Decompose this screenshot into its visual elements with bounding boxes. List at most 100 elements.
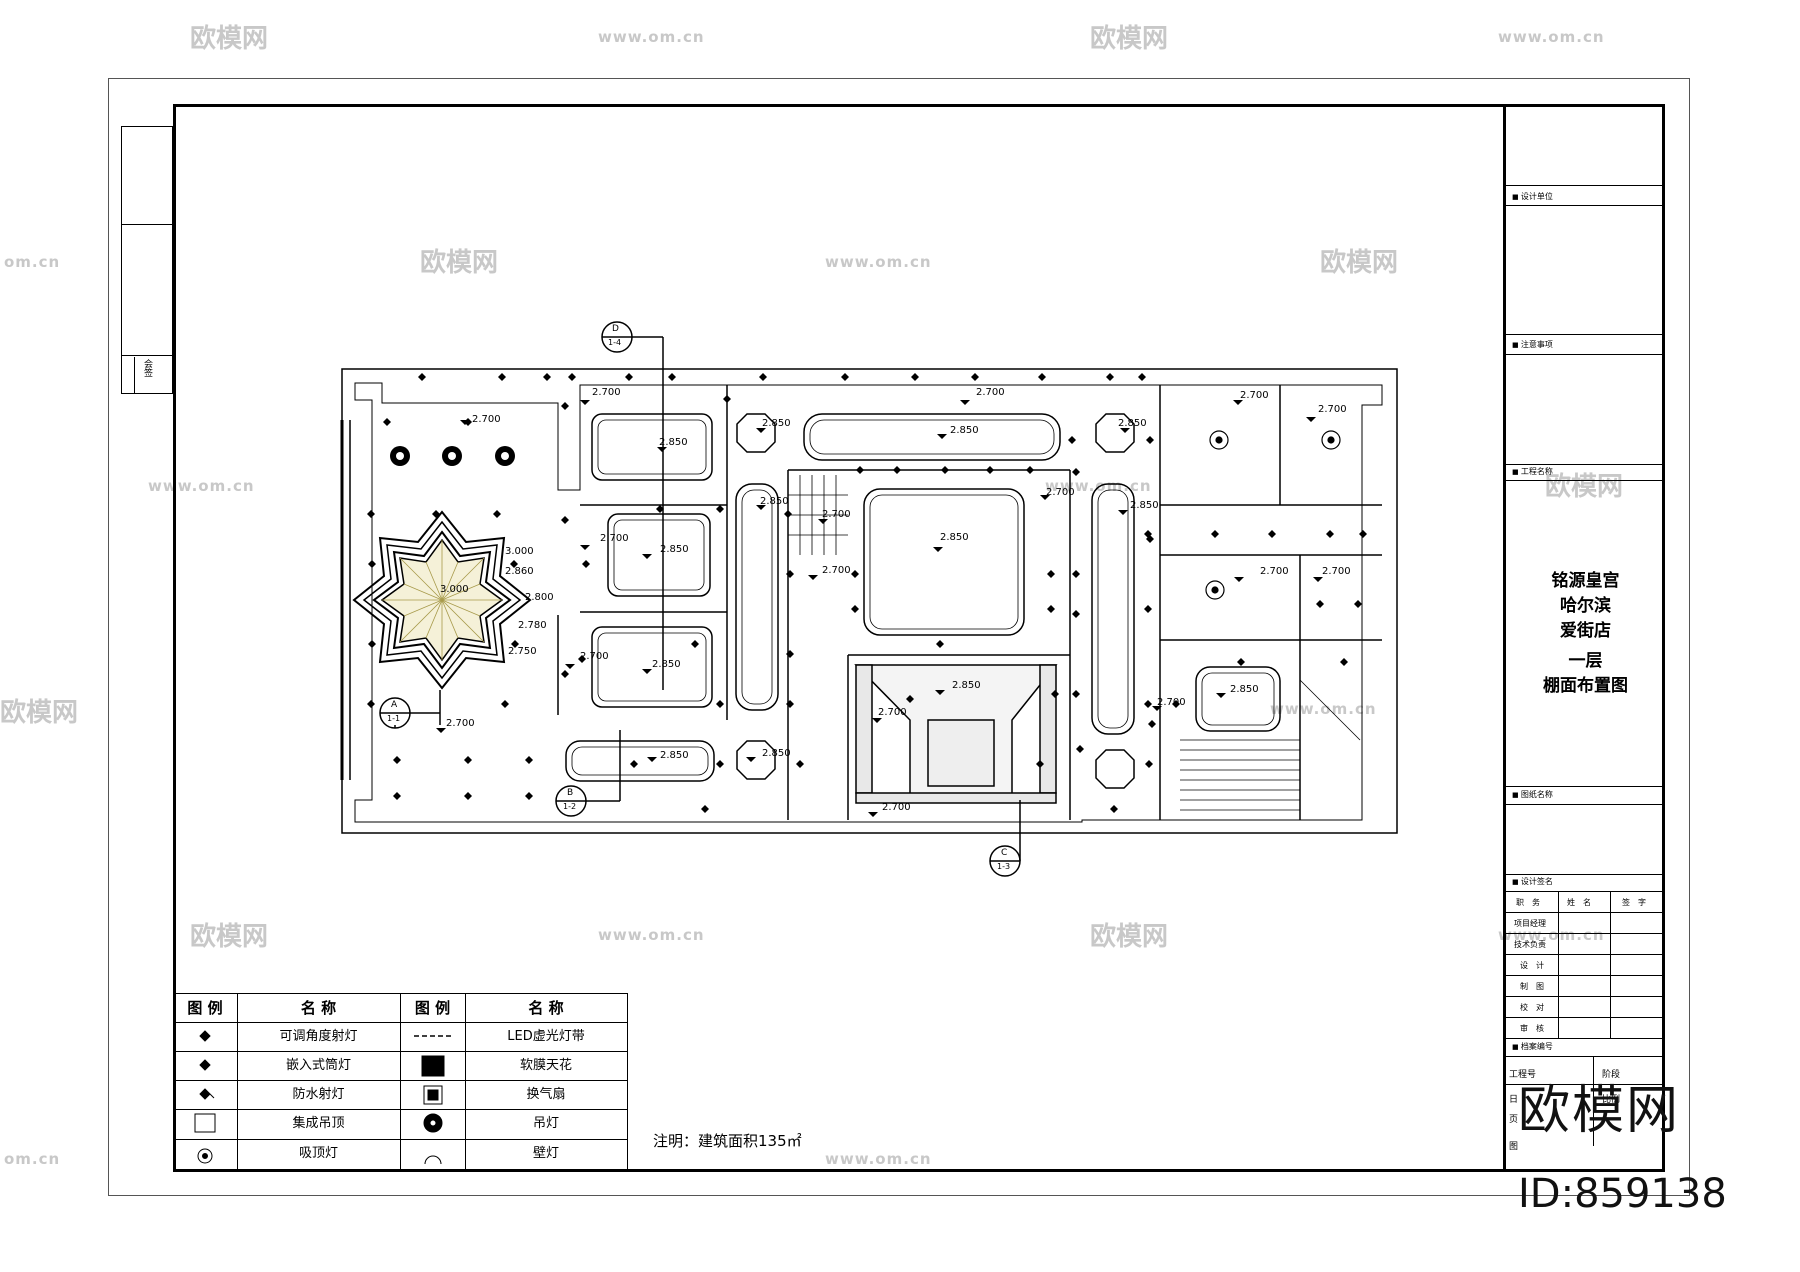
- octagon-coffer: [736, 413, 776, 453]
- ceiling-height-label: 2.850: [1230, 684, 1259, 695]
- signature-row: 项目经理: [1506, 912, 1665, 934]
- watermark-url: www.om.cn: [598, 926, 705, 944]
- date-label: 日: [1509, 1095, 1519, 1105]
- coffer: [571, 746, 709, 776]
- page-label: 页: [1509, 1115, 1519, 1125]
- legend-item-name: 吊灯: [532, 1116, 559, 1131]
- ceiling-height-label: 2.700: [822, 509, 851, 520]
- area-note: 注明：建筑面积135㎡: [653, 1132, 802, 1150]
- legend-header: 名 称: [528, 999, 564, 1017]
- title-block: 设计单位 注意事项 工程名称 铭源皇宫 哈尔滨 爱街店 一层 棚面布置图 图纸名…: [1503, 104, 1665, 1172]
- ceiling-height-label: 2.700: [1240, 390, 1269, 401]
- ceiling-height-label: 2.860: [505, 566, 534, 577]
- project-number-label: 工程号: [1509, 1070, 1537, 1080]
- ceiling-height-label: 2.700: [600, 533, 629, 544]
- ceiling-height-label: 2.850: [762, 418, 791, 429]
- sig-header: 签 字: [1622, 898, 1646, 907]
- ceiling-height-label: 2.850: [940, 532, 969, 543]
- title-block-divider: [1506, 1084, 1665, 1085]
- building-inner-wall: [354, 382, 1383, 823]
- signature-row: 制 图: [1506, 975, 1665, 997]
- section-mark: [379, 321, 1021, 877]
- ceiling-height-label: 2.700: [882, 802, 911, 813]
- integrated-ceiling-icon: [194, 1113, 216, 1133]
- legend-item-name: 集成吊顶: [292, 1116, 345, 1131]
- watermark-url: om.cn: [4, 253, 61, 271]
- notes-label: 注意事项: [1512, 340, 1553, 350]
- coffer: [1091, 483, 1135, 735]
- stamp-divider: [122, 355, 172, 356]
- recessed-downlights: [367, 373, 1367, 813]
- coffer: [607, 513, 711, 597]
- legend-header: 名 称: [300, 999, 337, 1017]
- signature-column-line: [1610, 891, 1611, 1038]
- coffer: [741, 489, 773, 705]
- ceiling-height-label: 2.700: [976, 387, 1005, 398]
- section-ref: 1-1: [387, 714, 401, 723]
- brand-id: ID:859138: [1518, 1171, 1727, 1217]
- watermark-url: www.om.cn: [1045, 477, 1152, 495]
- ceiling-height-label: 2.700: [592, 387, 621, 398]
- ceiling-height-label: 2.750: [508, 646, 537, 657]
- ceiling-height-label: 2.800: [525, 592, 554, 603]
- watermark-logo: 欧模网: [420, 248, 499, 278]
- ceiling-height-label: 2.850: [660, 544, 689, 555]
- drawing-title: 棚面布置图: [1543, 676, 1628, 696]
- ceiling-height-label: 2.700: [878, 707, 907, 718]
- ceiling-height-label: 2.850: [1130, 500, 1159, 511]
- octagon-coffer: [1095, 749, 1135, 789]
- ceiling-height-label: 2.850: [652, 659, 681, 670]
- ceiling-height-label: 2.700: [1260, 566, 1289, 577]
- design-signature-label: 设计签名: [1512, 877, 1553, 887]
- ceiling-height-label: 2.850: [760, 496, 789, 507]
- design-unit-label: 设计单位: [1512, 192, 1553, 202]
- coffer: [869, 494, 1019, 630]
- project-line: 哈尔滨: [1560, 596, 1611, 616]
- ceiling-lamp-icon: [197, 1148, 213, 1164]
- title-block-divider: [1506, 354, 1665, 355]
- sheet-outer-border: [108, 78, 1690, 1196]
- section-ref: 1-2: [563, 802, 577, 811]
- title-block-divider: [1506, 480, 1665, 481]
- exhaust-fan-icon: [423, 1085, 443, 1105]
- countersign-label: 会签: [142, 359, 152, 377]
- coffer: [803, 413, 1061, 461]
- legend-item-name: 换气扇: [526, 1087, 566, 1102]
- title-block-divider: [1506, 786, 1665, 787]
- figure-label: 图: [1509, 1142, 1519, 1152]
- watermark-url: www.om.cn: [825, 1150, 932, 1168]
- octagon-coffer: [736, 740, 776, 780]
- title-block-divider: [1506, 205, 1665, 206]
- legend-symbols-left: [194, 1030, 216, 1164]
- ceiling-height-label: 2.850: [762, 748, 791, 759]
- stamp-divider: [134, 357, 135, 393]
- watermark-logo: 欧模网: [1320, 248, 1399, 278]
- signature-column-line: [1558, 891, 1559, 1038]
- pendant-lamp-icon: [423, 1113, 443, 1133]
- ceiling-height-label: 2.850: [952, 680, 981, 691]
- drawing-frame: [173, 104, 1665, 1172]
- title-block-divider: [1506, 185, 1665, 186]
- coffer: [597, 419, 707, 475]
- coffer: [1195, 666, 1281, 732]
- sig-role: 设 计: [1520, 961, 1544, 970]
- coffer: [565, 740, 715, 782]
- legend-header: 图 例: [414, 999, 451, 1017]
- watermark-logo: 欧模网: [1090, 922, 1169, 952]
- section-letter: A: [391, 700, 398, 710]
- pendant-lamp-icon: [390, 446, 515, 466]
- sig-role: 校 对: [1520, 1003, 1544, 1012]
- project-name-label: 工程名称: [1512, 467, 1553, 477]
- ceiling-height-label: 2.700: [822, 565, 851, 576]
- sig-role: 项目经理: [1514, 919, 1546, 928]
- watermark-url: www.om.cn: [1270, 700, 1377, 718]
- ceiling-height-label: 2.700: [1157, 697, 1186, 708]
- watermark-url: www.om.cn: [825, 253, 932, 271]
- signature-row: 技术负责: [1506, 933, 1665, 955]
- ceiling-lamp: [1205, 430, 1341, 600]
- title-block-divider: [1506, 1056, 1665, 1057]
- drawing-name-label: 图纸名称: [1512, 790, 1553, 800]
- title-block-divider: [1506, 874, 1665, 875]
- ceiling-height-label: 2.850: [660, 750, 689, 761]
